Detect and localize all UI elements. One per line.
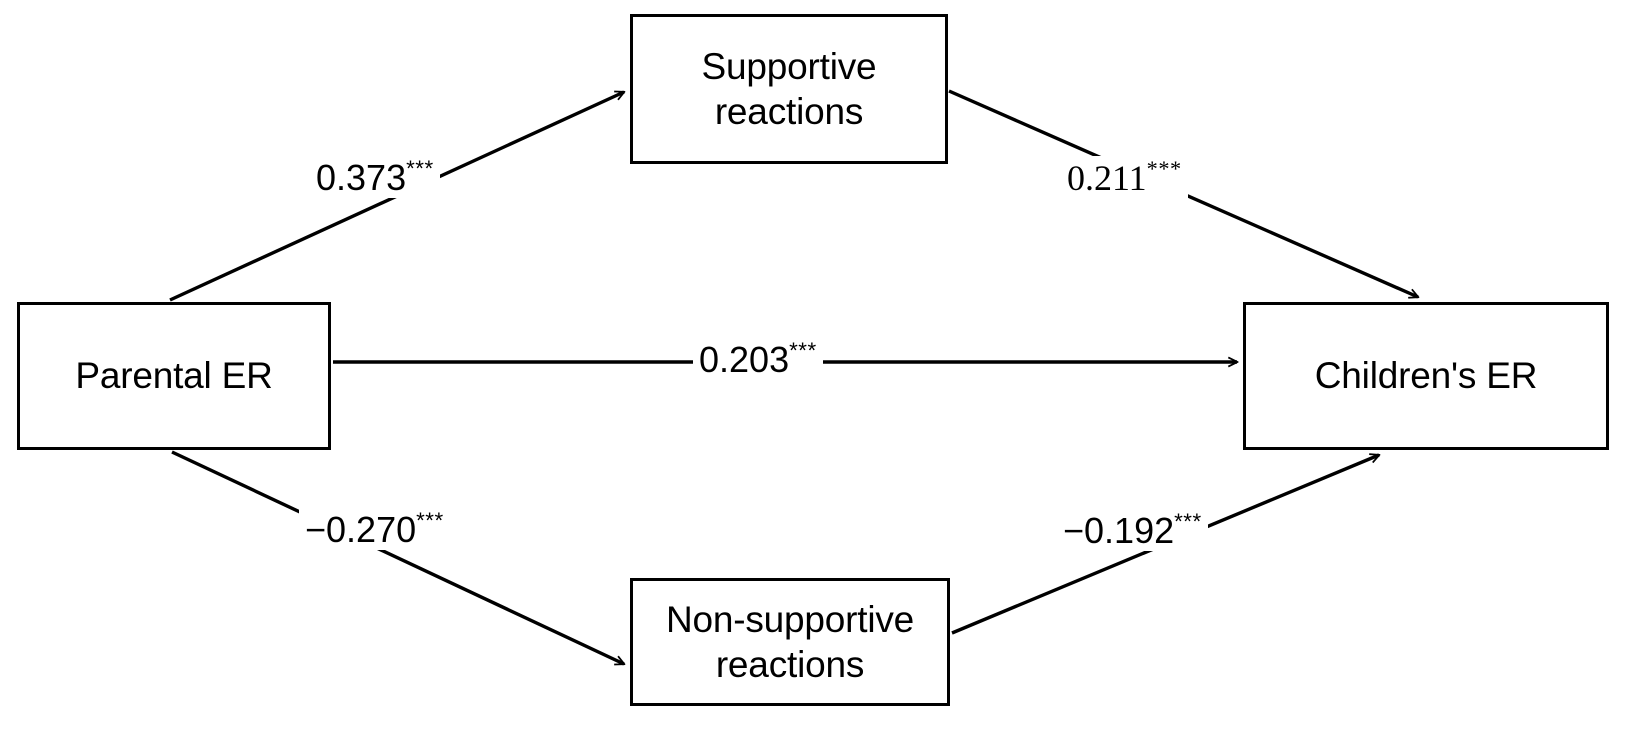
arrow-parental-to-nonsupportive: [171, 450, 624, 666]
node-supportive-reactions-label: Supportive reactions: [701, 45, 877, 132]
path-coefficient-a1: 0.373: [316, 156, 407, 198]
path-label-non-supportive-to-children: −0.192***: [1057, 509, 1208, 551]
path-coefficient-c: 0.203: [699, 338, 790, 380]
path-significance-b1: ***: [1146, 156, 1182, 181]
path-significance-a1: ***: [406, 156, 434, 181]
path-significance-a2: ***: [416, 508, 444, 533]
path-coefficient-a2: −0.270: [305, 508, 417, 550]
node-childrens-er-label: Children's ER: [1314, 355, 1538, 397]
path-label-supportive-to-children: 0.211***: [1061, 156, 1188, 198]
node-non-supportive-reactions: Non-supportive reactions: [630, 578, 950, 706]
path-significance-c: ***: [789, 338, 817, 363]
path-significance-b2: ***: [1174, 509, 1202, 534]
path-coefficient-b2: −0.192: [1063, 509, 1175, 551]
node-childrens-er: Children's ER: [1243, 302, 1609, 450]
path-label-parental-to-supportive: 0.373***: [310, 156, 440, 198]
path-coefficient-b1: 0.211: [1067, 157, 1147, 198]
path-label-parental-to-non-supportive: −0.270***: [299, 508, 450, 550]
node-non-supportive-reactions-label: Non-supportive reactions: [665, 598, 915, 685]
node-parental-er: Parental ER: [17, 302, 331, 450]
node-parental-er-label: Parental ER: [75, 355, 273, 397]
node-supportive-reactions: Supportive reactions: [630, 14, 948, 164]
path-label-direct-effect: 0.203***: [693, 338, 823, 380]
